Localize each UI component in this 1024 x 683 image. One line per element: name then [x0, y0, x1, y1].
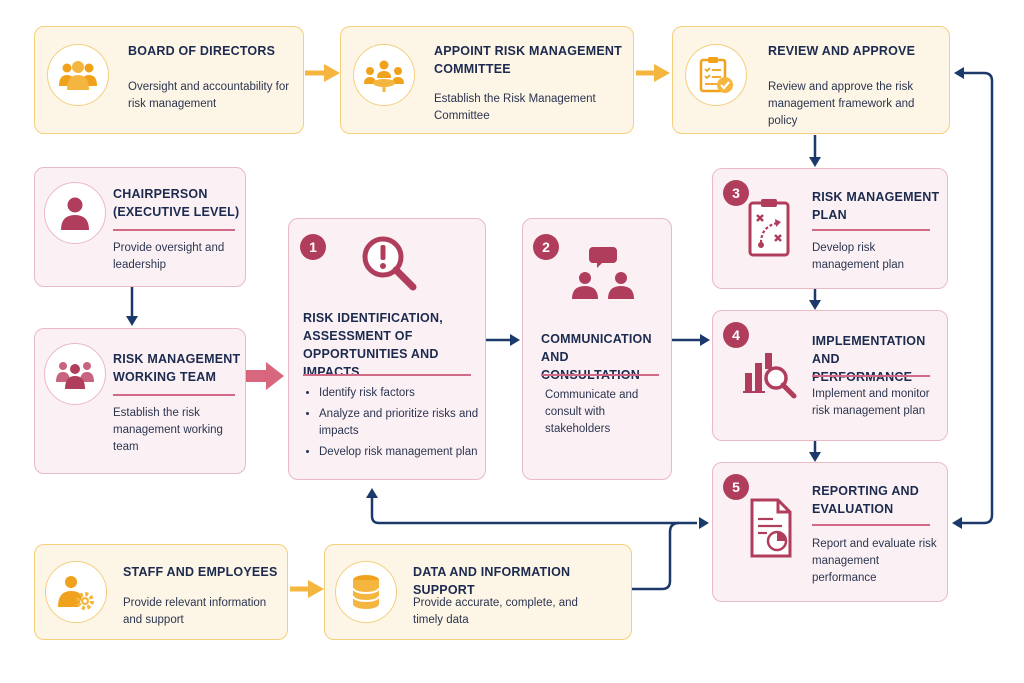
chair-title: CHAIRPERSON (EXECUTIVE LEVEL)	[113, 187, 240, 219]
person-icon	[44, 182, 106, 244]
step5-title: REPORTING AND EVALUATION	[812, 484, 920, 516]
step4-card: 4 IMPLEMENTATION AND PERFORMANCE Impleme…	[712, 310, 948, 441]
review-approve-card: REVIEW AND APPROVE Review and approve th…	[672, 26, 950, 134]
step3-title: RISK MANAGEMENT PLAN	[812, 190, 940, 222]
step1-bullet: Identify risk factors	[319, 385, 487, 402]
step2-number-badge: 2	[533, 234, 559, 260]
step4-divider	[812, 375, 930, 377]
loop-step5-to-review	[958, 71, 994, 525]
group-icon	[47, 44, 109, 106]
report-icon	[749, 497, 795, 564]
step4-desc: Implement and monitor risk management pl…	[812, 388, 930, 417]
step1-card: 1 RISK IDENTIFICATION, ASSESSMENT OF OPP…	[288, 218, 486, 480]
arrow-appoint-to-review	[636, 64, 670, 82]
appoint-desc: Establish the Risk Management Committee	[434, 93, 596, 122]
staff-employees-card: STAFF AND EMPLOYEES Provide relevant inf…	[34, 544, 288, 640]
step5-desc: Report and evaluate risk management perf…	[812, 538, 937, 584]
step5-divider	[812, 524, 930, 526]
arrow-team-to-step1	[246, 362, 284, 390]
team-title: RISK MANAGEMENT WORKING TEAM	[113, 352, 241, 384]
chart-magnifier-icon	[743, 345, 799, 406]
step2-title: COMMUNICATION AND CONSULTATION	[541, 332, 652, 382]
arrow-data-to-step5	[632, 521, 680, 591]
data-desc: Provide accurate, complete, and timely d…	[413, 597, 578, 626]
person-gear-icon	[45, 561, 107, 623]
arrow-staff-to-data	[290, 580, 324, 598]
meeting-icon	[353, 44, 415, 106]
review-title: REVIEW AND APPROVE	[768, 44, 916, 58]
data-support-card: DATA AND INFORMATION SUPPORT Provide acc…	[324, 544, 632, 640]
step3-card: 3 RISK MANAGEMENT PLAN Develop risk mana…	[712, 168, 948, 289]
team-icon	[44, 343, 106, 405]
step5-number-badge: 5	[723, 474, 749, 500]
appoint-title: APPOINT RISK MANAGEMENT COMMITTEE	[434, 44, 622, 76]
step1-bullet: Analyze and prioritize risks and impacts	[319, 406, 487, 440]
step2-divider	[541, 374, 659, 376]
chair-divider	[113, 229, 235, 231]
magnifier-exclamation-icon	[357, 231, 421, 300]
staff-desc: Provide relevant information and support	[123, 597, 267, 626]
review-desc: Review and approve the risk management f…	[768, 81, 915, 127]
step2-desc: Communicate and consult with stakeholder…	[545, 389, 639, 435]
staff-title: STAFF AND EMPLOYEES	[123, 565, 278, 579]
step3-number-badge: 3	[723, 180, 749, 206]
clipboard-check-icon	[685, 44, 747, 106]
board-desc: Oversight and accountability for risk ma…	[128, 81, 290, 110]
loop-step5-to-step1	[370, 496, 697, 525]
step1-bullet: Develop risk management plan	[319, 444, 487, 461]
data-title: DATA AND INFORMATION SUPPORT	[413, 565, 571, 597]
chair-desc: Provide oversight and leadership	[113, 242, 225, 271]
step2-card: 2 COMMUNICATION AND CONSULTATION Communi…	[522, 218, 672, 480]
team-divider	[113, 394, 235, 396]
step4-title: IMPLEMENTATION AND PERFORMANCE	[812, 334, 926, 384]
board-of-directors-card: BOARD OF DIRECTORS Oversight and account…	[34, 26, 304, 134]
step1-divider	[303, 374, 471, 376]
step3-divider	[812, 229, 930, 231]
step1-title: RISK IDENTIFICATION, ASSESSMENT OF OPPOR…	[303, 311, 443, 379]
step1-bullet-list: Identify risk factors Analyze and priori…	[305, 385, 487, 465]
team-desc: Establish the risk management working te…	[113, 407, 223, 453]
strategy-board-icon	[747, 197, 793, 264]
database-icon	[335, 561, 397, 623]
chairperson-card: CHAIRPERSON (EXECUTIVE LEVEL) Provide ov…	[34, 167, 246, 287]
working-team-card: RISK MANAGEMENT WORKING TEAM Establish t…	[34, 328, 246, 474]
step3-desc: Develop risk management plan	[812, 242, 905, 271]
arrow-board-to-appoint	[305, 64, 340, 82]
board-title: BOARD OF DIRECTORS	[128, 44, 276, 58]
step1-number-badge: 1	[300, 234, 326, 260]
appoint-committee-card: APPOINT RISK MANAGEMENT COMMITTEE Establ…	[340, 26, 634, 134]
people-chat-icon	[567, 243, 639, 310]
step5-card: 5 REPORTING AND EVALUATION Report and ev…	[712, 462, 948, 602]
step4-number-badge: 4	[723, 322, 749, 348]
